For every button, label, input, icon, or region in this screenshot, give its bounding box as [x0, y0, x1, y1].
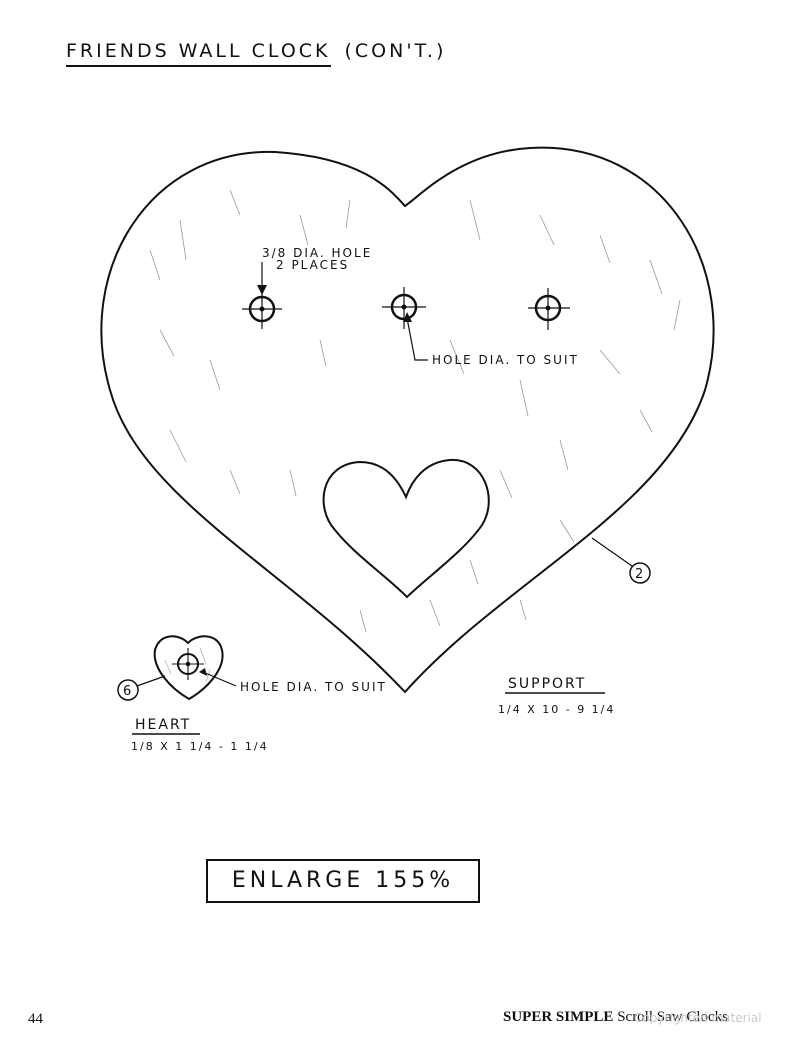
part-2-circle	[629, 562, 651, 584]
support-dims: 1/4 X 10 - 9 1/4	[498, 703, 615, 716]
page-title: FRIENDS WALL CLOCK (CON'T.)	[66, 40, 447, 67]
support-heart-outline	[100, 146, 715, 694]
part-2-number: 2	[635, 567, 643, 582]
enlarge-box: ENLARGE 155%	[206, 859, 480, 903]
small-heart-outline	[153, 635, 224, 701]
book-title: SUPER SIMPLE Scroll Saw Clocks	[503, 1009, 728, 1026]
center-suit-arrow	[403, 312, 412, 322]
heart-cutout	[322, 458, 490, 599]
small-suit-leader	[202, 671, 237, 687]
title-main: FRIENDS WALL CLOCK	[66, 40, 331, 67]
hole-label-line2: 2 PLACES	[276, 258, 349, 272]
hole-label-arrow	[257, 285, 267, 295]
part-6-circle	[117, 679, 139, 701]
small-suit-label: HOLE DIA. TO SUIT	[240, 680, 387, 694]
part-2-leader	[591, 537, 633, 567]
hole-center	[382, 287, 426, 329]
hole-right	[528, 288, 570, 330]
wood-grain-texture	[149, 189, 681, 633]
hole-left	[242, 289, 282, 329]
title-continued: (CON'T.)	[344, 40, 447, 62]
support-label: SUPPORT	[508, 676, 586, 692]
part-6-leader	[136, 675, 166, 687]
watermark: Copyrighted material	[634, 1011, 762, 1025]
small-heart-hole	[172, 648, 204, 680]
small-wood-grain	[164, 647, 211, 683]
book-title-rest: Scroll Saw Clocks	[617, 1009, 729, 1025]
small-suit-arrow	[199, 668, 207, 676]
book-title-bold: SUPER SIMPLE	[503, 1009, 614, 1025]
page-number: 44	[28, 1011, 43, 1027]
heart-dims: 1/8 X 1 1/4 - 1 1/4	[131, 740, 269, 753]
part-6-number: 6	[123, 684, 131, 699]
center-suit-label: HOLE DIA. TO SUIT	[432, 353, 579, 367]
hole-label-line1: 3/8 DIA. HOLE	[262, 246, 372, 260]
heart-label: HEART	[135, 717, 191, 733]
center-suit-leader	[406, 317, 428, 361]
